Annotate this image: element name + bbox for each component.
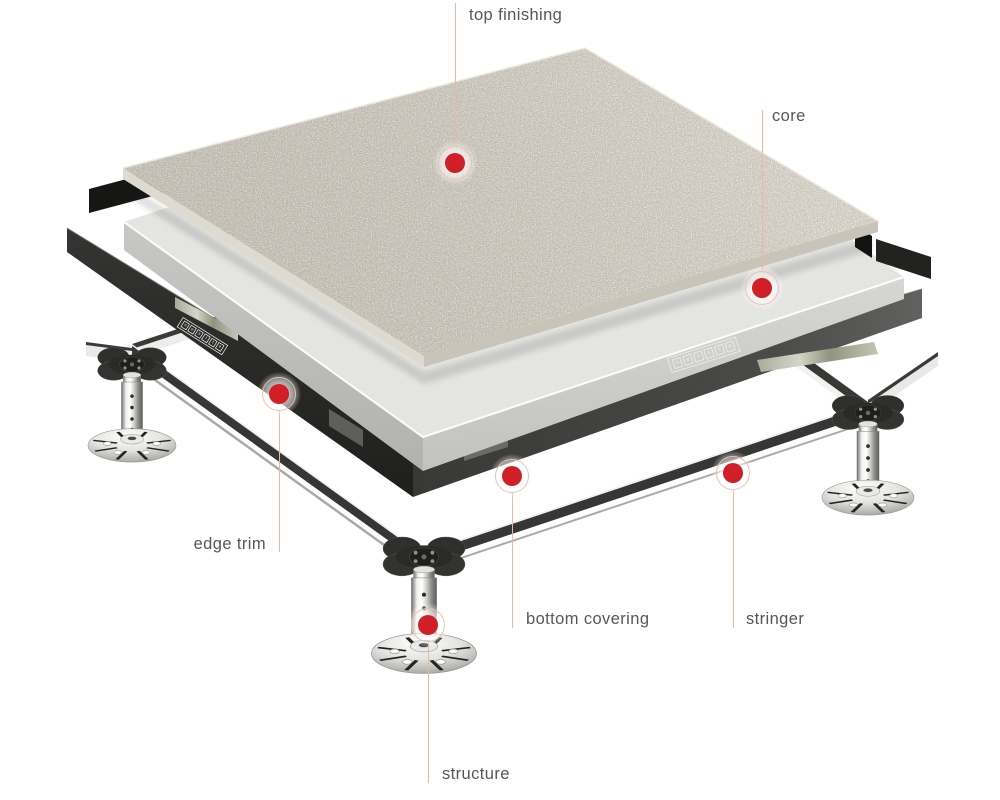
callout-ring <box>262 377 296 411</box>
brand-letter: e <box>682 353 694 366</box>
callout-ring <box>411 608 445 642</box>
callout-dot <box>752 278 772 298</box>
callout-ring <box>438 146 472 180</box>
callout-ring <box>745 271 779 305</box>
leader-line <box>278 411 280 552</box>
brand-letter: s <box>692 350 705 363</box>
brand-letter: n <box>671 356 684 370</box>
leader-line <box>511 493 513 628</box>
callout-label: bottom covering <box>526 610 650 628</box>
callout-dot <box>418 615 438 635</box>
callout-ring <box>716 456 750 490</box>
callout-label: stringer <box>746 610 805 628</box>
band-inset-left <box>329 409 363 447</box>
brand-letter: e <box>724 340 736 353</box>
callout-dot <box>723 463 743 483</box>
callout-label: edge trim <box>193 535 266 553</box>
pedestal-left <box>86 345 178 464</box>
leader-line <box>761 110 763 271</box>
bottom-covering-sheet <box>175 297 878 372</box>
leader-line <box>427 642 429 783</box>
leader-line <box>454 3 456 146</box>
callout-dot <box>269 384 289 404</box>
brand-letter: e <box>214 342 225 352</box>
stringer-front-left <box>132 344 432 581</box>
leader-line <box>732 490 734 628</box>
callout-ring <box>495 459 529 493</box>
stringer-front-right <box>416 402 872 574</box>
callout-dot <box>502 466 522 486</box>
callout-dot <box>445 153 465 173</box>
pedestal-right <box>820 393 916 517</box>
brand-letter: t <box>713 343 726 356</box>
callout-label: core <box>772 107 806 125</box>
brand-letter: i <box>703 347 715 360</box>
callout-label: top finishing <box>469 6 563 24</box>
callout-label: structure <box>442 765 510 783</box>
